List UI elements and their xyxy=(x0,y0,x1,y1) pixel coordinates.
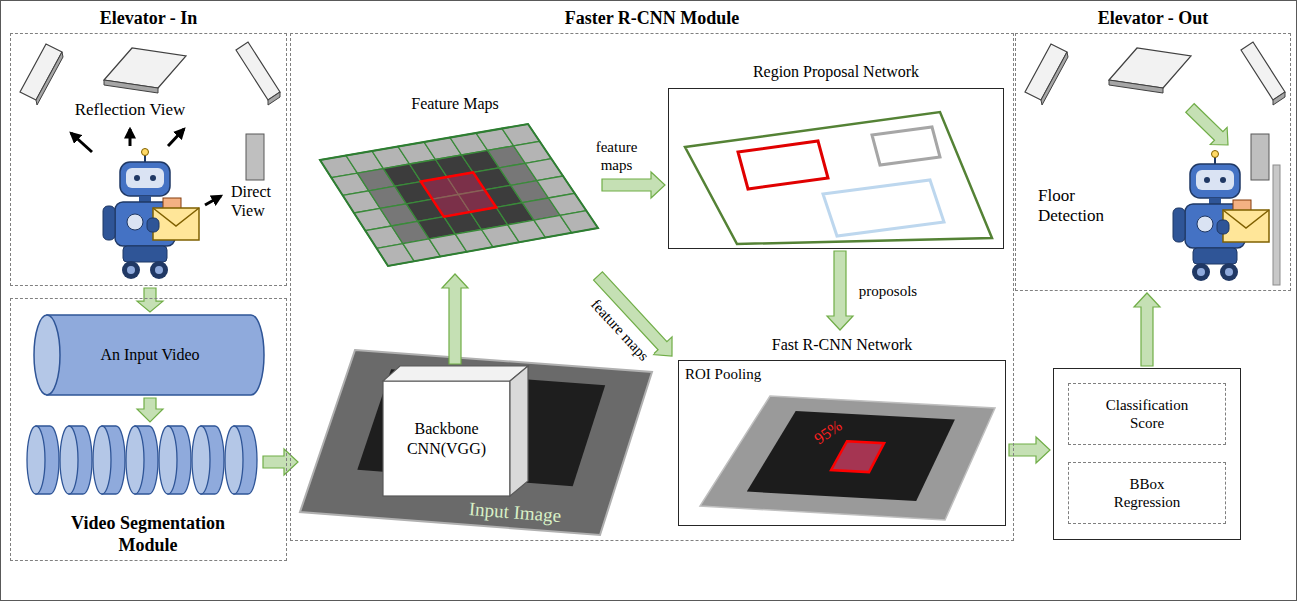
score-label: 95% xyxy=(810,416,845,449)
view-label: Direct View xyxy=(231,182,283,220)
proposal-plane xyxy=(685,112,992,244)
node-border xyxy=(1015,33,1291,291)
view-label: Reflection View xyxy=(60,100,200,120)
cylinder-label: An Input Video xyxy=(50,345,250,364)
edge-label: feature maps xyxy=(586,294,654,366)
roi-photo xyxy=(700,396,995,520)
input-photo xyxy=(300,350,652,535)
node-border xyxy=(1068,462,1226,524)
frame-stack xyxy=(126,426,144,494)
stage-label: ROI Pooling xyxy=(685,365,795,383)
output-label: Classification Score xyxy=(1097,396,1197,432)
feature-grid xyxy=(421,172,496,216)
node-border xyxy=(668,88,1004,249)
node-border xyxy=(1053,368,1241,540)
frame-stack xyxy=(225,426,243,494)
frame-stack xyxy=(60,426,78,494)
cube-top xyxy=(383,366,528,381)
flow-arrow xyxy=(137,398,163,422)
input-photo xyxy=(300,350,652,535)
module-panel: Faster R-CNN ModuleFeature Maps Region Pr… xyxy=(290,5,1014,541)
roi-photo xyxy=(747,411,955,501)
node-border xyxy=(1068,383,1226,445)
module-panel: Video Segmentation Module An Input Video xyxy=(10,298,287,561)
generated-drawing xyxy=(27,124,995,535)
view-arrow xyxy=(205,196,221,205)
output-box: Classification ScoreBBox Regression xyxy=(1053,368,1241,540)
image-caption: Input Image xyxy=(468,498,562,528)
block-arrow xyxy=(602,172,665,198)
view-arrow xyxy=(168,129,184,146)
robot-figure xyxy=(1173,151,1269,282)
network-title: Fast R-CNN Network xyxy=(678,335,1006,354)
stage-label: Feature Maps xyxy=(380,94,530,113)
door-bar xyxy=(1273,165,1280,285)
block-arrow xyxy=(1009,437,1050,463)
roi-photo xyxy=(831,441,884,472)
block-arrow xyxy=(442,274,468,364)
output-field: Classification Score xyxy=(1068,383,1226,445)
edge-label: proposols xyxy=(857,282,919,300)
flow-arrow xyxy=(1186,104,1228,145)
output-field: BBox Regression xyxy=(1068,462,1226,524)
backbone-cube: Backbone CNN(VGG) xyxy=(383,366,528,496)
mirror-set xyxy=(1025,42,1285,180)
frame-stack xyxy=(27,426,45,494)
frame-stack xyxy=(27,426,257,494)
feature-map-node: Feature Maps xyxy=(312,90,604,272)
panel-title: Elevator - Out xyxy=(1015,8,1291,30)
frame-stack xyxy=(192,426,210,494)
proposal-plane xyxy=(685,112,992,244)
network-title: Region Proposal Network xyxy=(668,62,1004,81)
proposal-plane xyxy=(738,141,828,189)
cylinder-body xyxy=(47,315,264,395)
elevator-panel: Elevator - In xyxy=(10,5,287,286)
node-border xyxy=(678,360,1006,526)
proposal-plane xyxy=(823,180,944,236)
panel-title: Elevator - In xyxy=(10,8,287,30)
video-cylinder: An Input Video xyxy=(33,314,265,396)
block-arrow xyxy=(1134,293,1160,366)
frame-stack xyxy=(93,426,111,494)
edge-label: feature maps xyxy=(587,138,647,174)
cube-side xyxy=(510,366,528,496)
view-arrow xyxy=(71,133,92,152)
view-arrow xyxy=(129,129,132,146)
elevator-panel: Elevator - OutFloor Detection xyxy=(1015,5,1291,291)
mirror-set xyxy=(20,42,280,180)
block-arrow xyxy=(263,449,298,475)
view-arrow xyxy=(71,129,221,205)
block-arrow xyxy=(137,288,163,312)
block-arrow xyxy=(827,251,853,330)
module-title: Faster R-CNN Module xyxy=(290,8,1014,30)
robot-figure xyxy=(103,149,199,280)
node-border xyxy=(10,33,287,286)
feature-grid xyxy=(320,124,598,266)
stage-label: Floor Detection xyxy=(1038,186,1133,227)
proposal-plane xyxy=(872,127,940,165)
frame-stack xyxy=(159,426,177,494)
feature-grid xyxy=(320,124,598,266)
cube-front xyxy=(383,381,510,496)
module-title: Video Segmentation Module xyxy=(53,513,243,556)
roi-photo xyxy=(700,396,995,520)
network-box: Region Proposal Network xyxy=(668,58,1004,249)
cylinder-end xyxy=(34,315,60,395)
output-label: BBox Regression xyxy=(1097,475,1197,511)
cube-label: Backbone CNN(VGG) xyxy=(387,419,506,457)
